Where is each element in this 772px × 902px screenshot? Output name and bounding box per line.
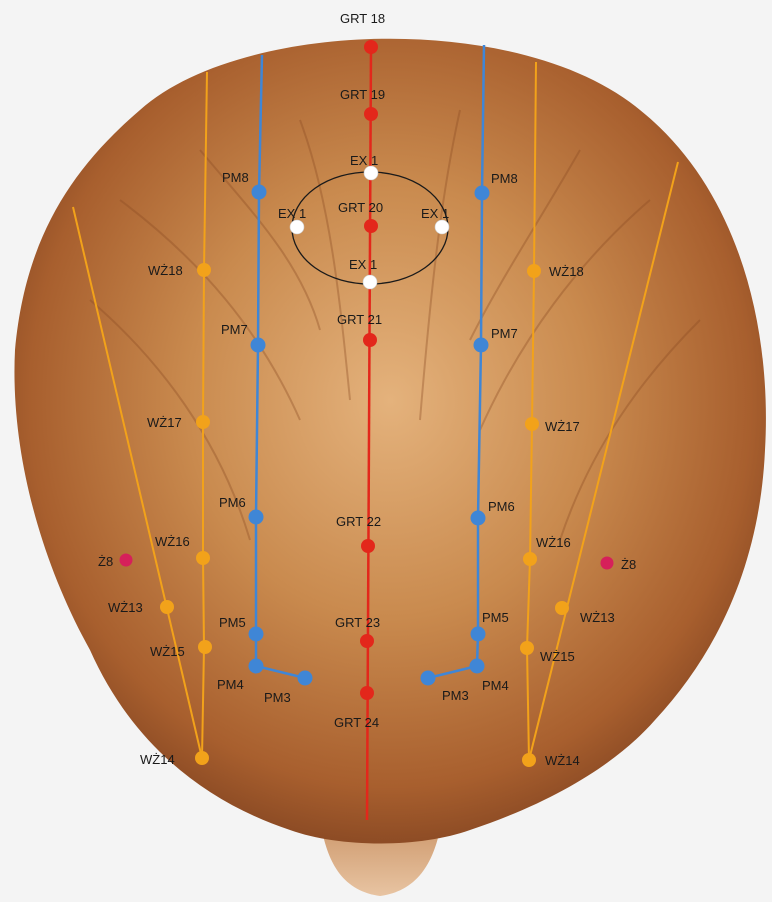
point-wz14-right (522, 753, 536, 767)
point-ex1-top (364, 166, 378, 180)
point-pm5-right (471, 627, 486, 642)
point-wz15-right (520, 641, 534, 655)
point-pm5-left (249, 627, 264, 642)
point-wz16-right (523, 552, 537, 566)
label-grt19: GRT 19 (340, 87, 385, 102)
label-pm4-left: PM4 (217, 677, 244, 692)
point-grt22 (361, 539, 375, 553)
point-ex1-left (290, 220, 304, 234)
label-wz13-left: WŻ13 (108, 600, 143, 615)
label-z8-right: Ż8 (621, 557, 636, 572)
label-wz14-right: WŻ14 (545, 753, 580, 768)
point-wz13-left (160, 600, 174, 614)
point-wz17-left (196, 415, 210, 429)
label-grt23: GRT 23 (335, 615, 380, 630)
label-pm5-right: PM5 (482, 610, 509, 625)
label-wz18-right: WŻ18 (549, 264, 584, 279)
label-wz13-right: WŻ13 (580, 610, 615, 625)
label-ex1-left: EX 1 (278, 206, 306, 221)
label-pm5-left: PM5 (219, 615, 246, 630)
point-pm3-right (421, 671, 436, 686)
point-wz18-left (197, 263, 211, 277)
label-z8-left: Ż8 (98, 554, 113, 569)
label-pm4-right: PM4 (482, 678, 509, 693)
label-wz15-right: WŻ15 (540, 649, 575, 664)
label-wz14-left: WŻ14 (140, 752, 175, 767)
point-wz13-right (555, 601, 569, 615)
point-wz15-left (198, 640, 212, 654)
label-grt24: GRT 24 (334, 715, 379, 730)
point-grt18 (364, 40, 378, 54)
point-wz14-left (195, 751, 209, 765)
point-grt20 (364, 219, 378, 233)
label-wz16-left: WŻ16 (155, 534, 190, 549)
label-pm7-right: PM7 (491, 326, 518, 341)
label-pm3-right: PM3 (442, 688, 469, 703)
label-wz17-right: WŻ17 (545, 419, 580, 434)
label-ex1-bottom: EX 1 (349, 257, 377, 272)
label-grt20: GRT 20 (338, 200, 383, 215)
point-ex1-bottom (363, 275, 377, 289)
point-pm7-right (474, 338, 489, 353)
point-z8-right (601, 557, 614, 570)
point-wz18-right (527, 264, 541, 278)
point-grt19 (364, 107, 378, 121)
label-grt18: GRT 18 (340, 11, 385, 26)
label-pm6-left: PM6 (219, 495, 246, 510)
label-ex1-right: EX 1 (421, 206, 449, 221)
label-grt21: GRT 21 (337, 312, 382, 327)
point-pm8-left (252, 185, 267, 200)
label-pm3-left: PM3 (264, 690, 291, 705)
label-wz17-left: WŻ17 (147, 415, 182, 430)
point-z8-left (120, 554, 133, 567)
label-wz16-right: WŻ16 (536, 535, 571, 550)
point-pm3-left (298, 671, 313, 686)
point-wz16-left (196, 551, 210, 565)
label-ex1-top: EX 1 (350, 153, 378, 168)
point-pm8-right (475, 186, 490, 201)
label-pm8-right: PM8 (491, 171, 518, 186)
point-pm4-right (470, 659, 485, 674)
point-ex1-right (435, 220, 449, 234)
point-pm4-left (249, 659, 264, 674)
label-wz15-left: WŻ15 (150, 644, 185, 659)
point-pm6-left (249, 510, 264, 525)
label-pm8-left: PM8 (222, 170, 249, 185)
point-grt21 (363, 333, 377, 347)
label-pm7-left: PM7 (221, 322, 248, 337)
label-wz18-left: WŻ18 (148, 263, 183, 278)
point-grt24 (360, 686, 374, 700)
point-wz17-right (525, 417, 539, 431)
label-grt22: GRT 22 (336, 514, 381, 529)
point-pm7-left (251, 338, 266, 353)
label-pm6-right: PM6 (488, 499, 515, 514)
point-pm6-right (471, 511, 486, 526)
point-grt23 (360, 634, 374, 648)
